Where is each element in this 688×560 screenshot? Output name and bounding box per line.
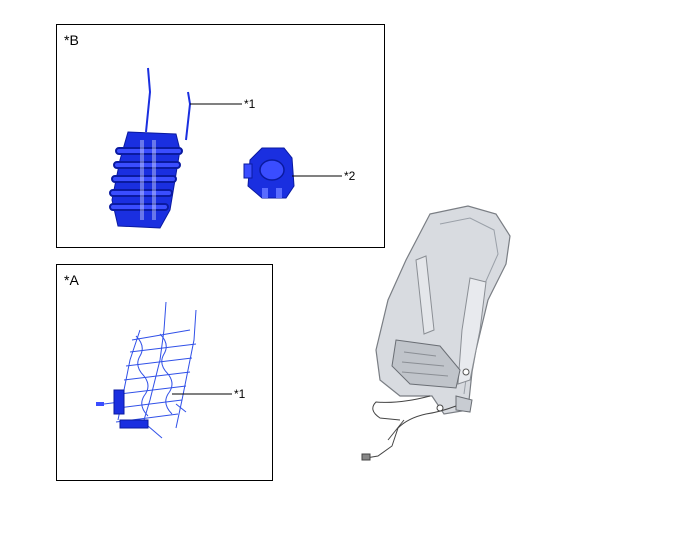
callout-b-part-2: *2 — [344, 169, 356, 183]
callout-b-part-1: *1 — [244, 97, 256, 111]
panel-label-a: *A — [64, 272, 79, 288]
seat-back-frame — [375, 205, 511, 415]
panel-label-b: *B — [64, 32, 79, 48]
lumbar-heater-part-b — [109, 67, 192, 229]
seat-frame-harness — [361, 395, 457, 461]
seatback-wire-mat-a — [103, 301, 197, 439]
seatback-module-a — [96, 389, 149, 429]
callout-a-part-1: *1 — [234, 387, 246, 401]
detail-panel-a: *A — [56, 264, 273, 481]
detail-panel-b: *B — [56, 24, 385, 248]
actuator-part-b — [243, 147, 295, 199]
